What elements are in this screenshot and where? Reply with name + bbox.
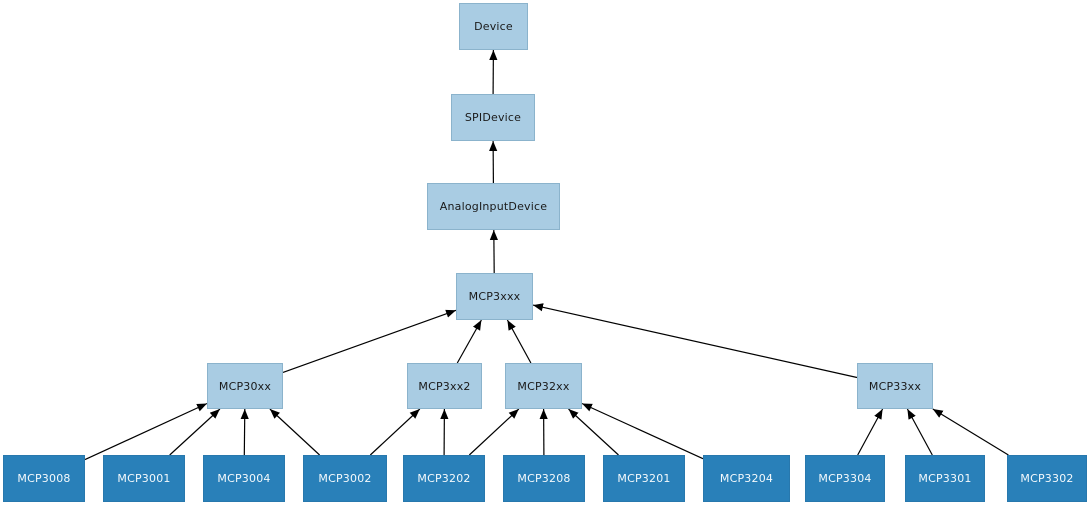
class-node-label: MCP33xx: [868, 379, 922, 393]
inheritance-edge-MCP3008-to-MCP30xx: [84, 402, 208, 461]
class-node-label: MCP3202: [417, 472, 471, 485]
class-node-AnalogInputDevice[interactable]: AnalogInputDevice: [427, 183, 560, 230]
inheritance-edge-MCP3301-to-MCP33xx: [906, 408, 933, 456]
class-node-label: AnalogInputDevice: [439, 200, 548, 213]
class-node-label: MCP3xx2: [418, 379, 471, 393]
class-node-MCP33xx[interactable]: MCP33xx: [857, 363, 933, 409]
class-node-label: MCP30xx: [218, 379, 272, 393]
class-node-MCP3201[interactable]: MCP3201: [603, 455, 685, 502]
class-node-label: MCP3008: [17, 472, 71, 485]
class-node-label: MCP3304: [818, 472, 872, 485]
inheritance-edge-MCP3204-to-MCP32xx: [581, 402, 704, 460]
class-node-Device[interactable]: Device: [459, 3, 528, 50]
inheritance-edge-MCP3004-to-MCP30xx: [240, 408, 249, 456]
class-node-MCP3301[interactable]: MCP3301: [905, 455, 985, 502]
class-node-label: MCP3208: [517, 472, 571, 485]
inheritance-edge-MCP3202-to-MCP32xx: [468, 408, 520, 456]
class-node-label: MCP3002: [318, 472, 372, 485]
class-node-label: MCP3302: [1020, 472, 1074, 485]
class-node-label: Device: [474, 20, 513, 33]
class-node-MCP30xx[interactable]: MCP30xx: [207, 363, 283, 409]
class-node-MCP3204[interactable]: MCP3204: [703, 455, 790, 502]
inheritance-edge-MCP3002-to-MCP3xx2: [369, 408, 421, 456]
class-node-MCP3004[interactable]: MCP3004: [203, 455, 285, 502]
class-node-MCP3002[interactable]: MCP3002: [303, 455, 387, 502]
inheritance-edge-MCP3002-to-MCP30xx: [269, 408, 321, 456]
class-node-MCP3304[interactable]: MCP3304: [805, 455, 885, 502]
class-node-label: SPIDevice: [464, 111, 522, 124]
class-node-MCP3xx2[interactable]: MCP3xx2: [407, 363, 482, 409]
class-node-label: MCP3xxx: [468, 290, 521, 303]
class-node-MCP3xxx[interactable]: MCP3xxx: [456, 273, 533, 320]
class-node-MCP3202[interactable]: MCP3202: [403, 455, 485, 502]
class-node-MCP32xx[interactable]: MCP32xx: [505, 363, 582, 409]
class-node-label: MCP32xx: [517, 379, 570, 393]
class-node-label: MCP3204: [719, 472, 774, 485]
class-node-MCP3008[interactable]: MCP3008: [3, 455, 85, 502]
class-node-MCP3001[interactable]: MCP3001: [103, 455, 185, 502]
class-node-label: MCP3004: [217, 472, 271, 485]
inheritance-edge-MCP3001-to-MCP30xx: [169, 408, 221, 456]
class-node-MCP3208[interactable]: MCP3208: [503, 455, 585, 502]
inheritance-edge-MCP3201-to-MCP32xx: [568, 408, 619, 456]
class-node-MCP3302[interactable]: MCP3302: [1007, 455, 1087, 502]
inheritance-edge-MCP3304-to-MCP33xx: [857, 408, 884, 456]
class-node-label: MCP3001: [117, 472, 171, 485]
inheritance-edge-MCP32xx-to-MCP3xxx: [506, 319, 532, 364]
inheritance-edge-MCP3xx2-to-MCP3xxx: [456, 319, 482, 364]
class-node-SPIDevice[interactable]: SPIDevice: [451, 94, 535, 141]
class-node-label: MCP3301: [918, 472, 972, 485]
inheritance-edge-MCP3302-to-MCP33xx: [932, 408, 1009, 456]
class-node-label: MCP3201: [617, 472, 671, 485]
